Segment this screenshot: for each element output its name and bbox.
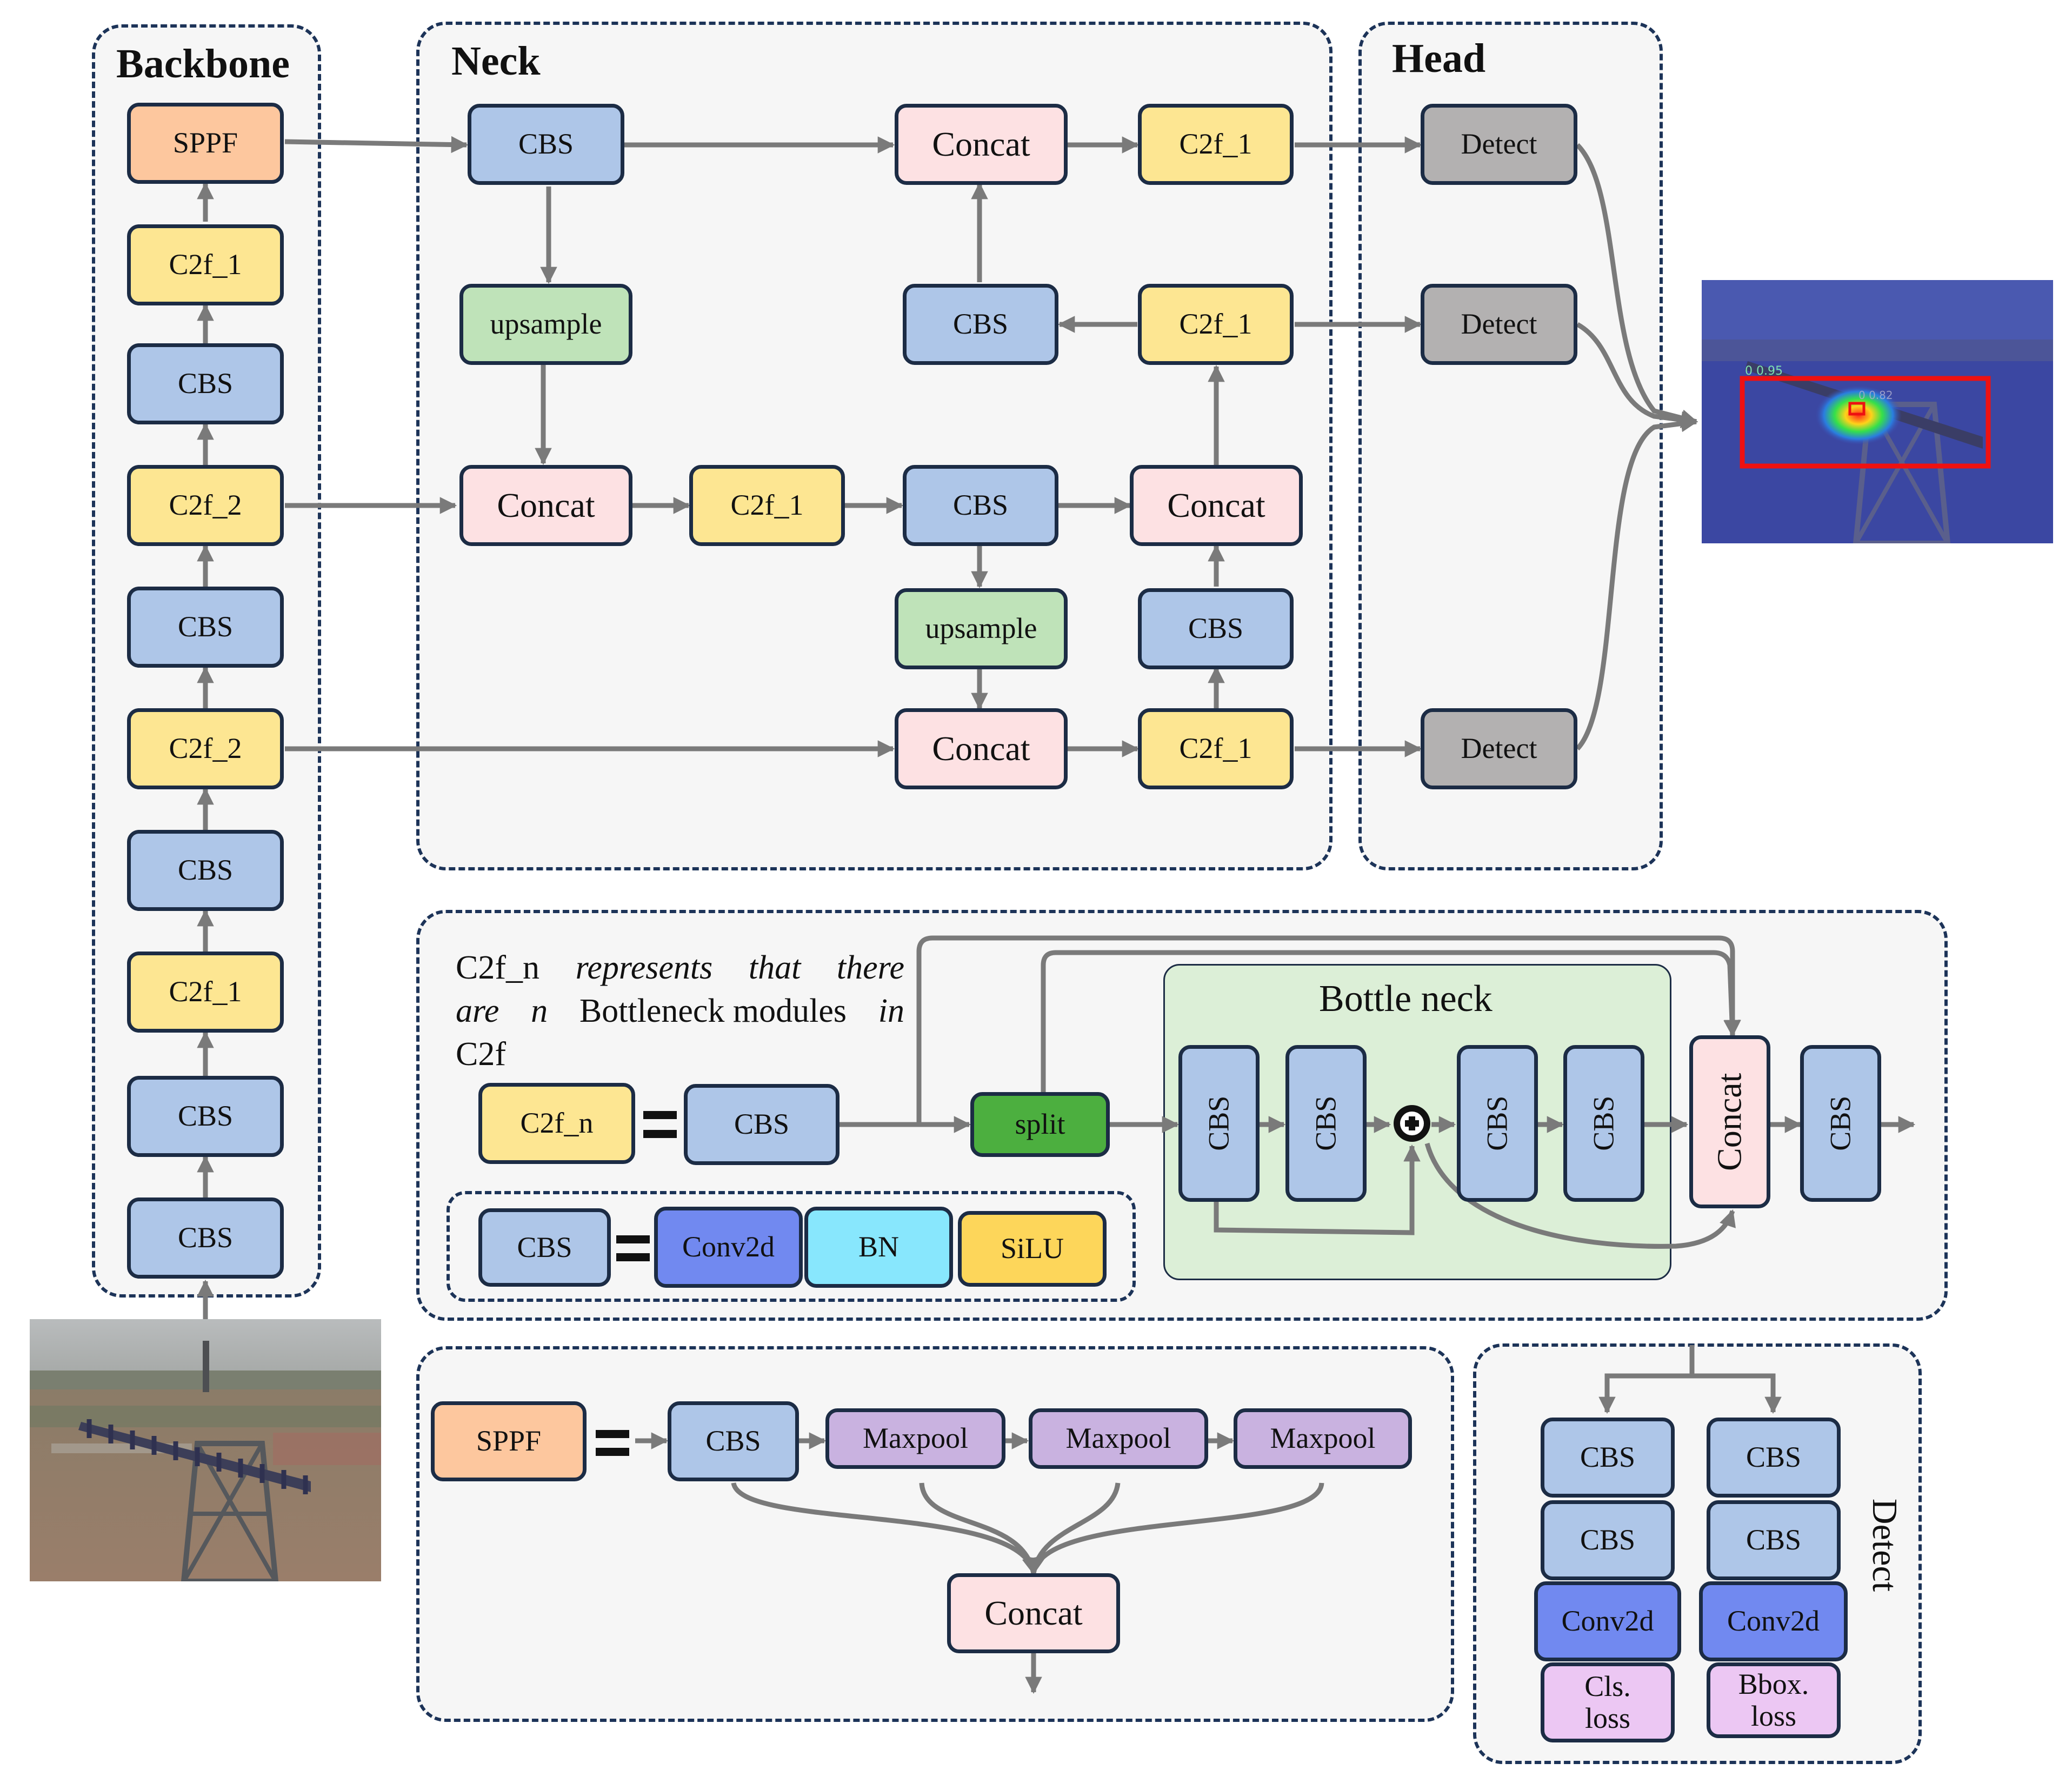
detect-bbox-cbs-2: CBS <box>1707 1500 1841 1580</box>
bottleneck-title: Bottle neck <box>1319 978 1493 1020</box>
c2f-n-block: C2f_n <box>478 1083 635 1164</box>
neck-cbs-lower: CBS <box>1138 588 1294 669</box>
input-image <box>30 1319 381 1581</box>
neck-concat-mid-right: Concat <box>1130 465 1303 546</box>
backbone-c2f-1-bottom: C2f_1 <box>127 952 284 1033</box>
neck-c2f-bottom: C2f_1 <box>1138 708 1294 789</box>
neck-upsample-2: upsample <box>895 588 1068 669</box>
equals-sign-top <box>643 1111 677 1119</box>
detect-bbox-cbs-1: CBS <box>1707 1418 1841 1498</box>
backbone-cbs-1: CBS <box>127 1076 284 1157</box>
cbs-equals-bottom <box>616 1253 650 1261</box>
sppf-cbs: CBS <box>668 1401 799 1481</box>
sppf-maxpool-2: Maxpool <box>1029 1408 1208 1469</box>
sppf-equals-top <box>596 1430 629 1438</box>
neck-c2f-top: C2f_1 <box>1138 104 1294 185</box>
backbone-cbs-2: CBS <box>127 830 284 911</box>
sppf-maxpool-1: Maxpool <box>825 1408 1005 1469</box>
sppf-concat: Concat <box>947 1573 1120 1653</box>
output-image: 0 0.95 0 0.82 <box>1702 280 2053 543</box>
c2f-note: C2f_n represents that there are n Bottle… <box>456 949 904 1073</box>
detect-bbox-loss: Bbox. loss <box>1707 1662 1841 1738</box>
cbs-equals-top <box>616 1235 650 1243</box>
sppf-maxpool-3: Maxpool <box>1234 1408 1412 1469</box>
detection-label-1: 0 0.95 <box>1745 364 1783 378</box>
sppf-def-block: SPPF <box>431 1401 587 1481</box>
backbone-sppf: SPPF <box>127 103 284 184</box>
bottleneck-cbs-4: CBS <box>1563 1045 1644 1202</box>
split-block: split <box>970 1092 1110 1157</box>
backbone-cbs-4: CBS <box>127 343 284 424</box>
neck-concat-top: Concat <box>895 104 1068 185</box>
c2f-out-cbs: CBS <box>1800 1045 1881 1202</box>
head-detect-3: Detect <box>1421 708 1577 789</box>
c2f-concat: Concat <box>1689 1035 1770 1208</box>
cbs-bn: BN <box>804 1207 953 1288</box>
detect-side-label: Detect <box>1865 1498 1905 1592</box>
detect-cls-loss: Cls. loss <box>1541 1662 1675 1742</box>
detection-label-2: 0 0.82 <box>1858 389 1893 402</box>
neck-concat-bottom: Concat <box>895 708 1068 789</box>
detect-cls-cbs-1: CBS <box>1541 1418 1675 1498</box>
neck-title: Neck <box>451 38 541 84</box>
cbs-conv2d: Conv2d <box>654 1207 803 1288</box>
sppf-equals-bottom <box>596 1448 629 1456</box>
neck-c2f-mid: C2f_1 <box>689 465 845 546</box>
cbs-silu: SiLU <box>958 1211 1107 1287</box>
neck-concat-mid-left: Concat <box>459 465 632 546</box>
bottleneck-cbs-3: CBS <box>1457 1045 1538 1202</box>
detect-bbox-conv2d: Conv2d <box>1699 1581 1848 1661</box>
neck-c2f-upper: C2f_1 <box>1138 284 1294 365</box>
backbone-c2f-2-top: C2f_2 <box>127 465 284 546</box>
neck-cbs-mid: CBS <box>903 465 1058 546</box>
equals-sign-bottom <box>643 1130 677 1138</box>
detect-cls-cbs-2: CBS <box>1541 1500 1675 1580</box>
backbone-cbs-3: CBS <box>127 587 284 668</box>
head-title: Head <box>1392 36 1486 81</box>
bottleneck-cbs-1: CBS <box>1178 1045 1260 1202</box>
neck-upsample-1: upsample <box>459 284 632 365</box>
cbs-def-block: CBS <box>478 1208 611 1287</box>
bottleneck-cbs-2: CBS <box>1285 1045 1367 1202</box>
detect-cls-conv2d: Conv2d <box>1534 1581 1681 1661</box>
head-detect-1: Detect <box>1421 104 1577 185</box>
neck-cbs-upper: CBS <box>903 284 1058 365</box>
backbone-c2f-1-top: C2f_1 <box>127 224 284 305</box>
backbone-c2f-2-bottom: C2f_2 <box>127 708 284 789</box>
neck-cbs-top: CBS <box>468 104 624 185</box>
c2f-detail-cbs: CBS <box>684 1084 840 1165</box>
backbone-cbs-0: CBS <box>127 1197 284 1279</box>
backbone-title: Backbone <box>116 41 290 87</box>
head-detect-2: Detect <box>1421 284 1577 365</box>
